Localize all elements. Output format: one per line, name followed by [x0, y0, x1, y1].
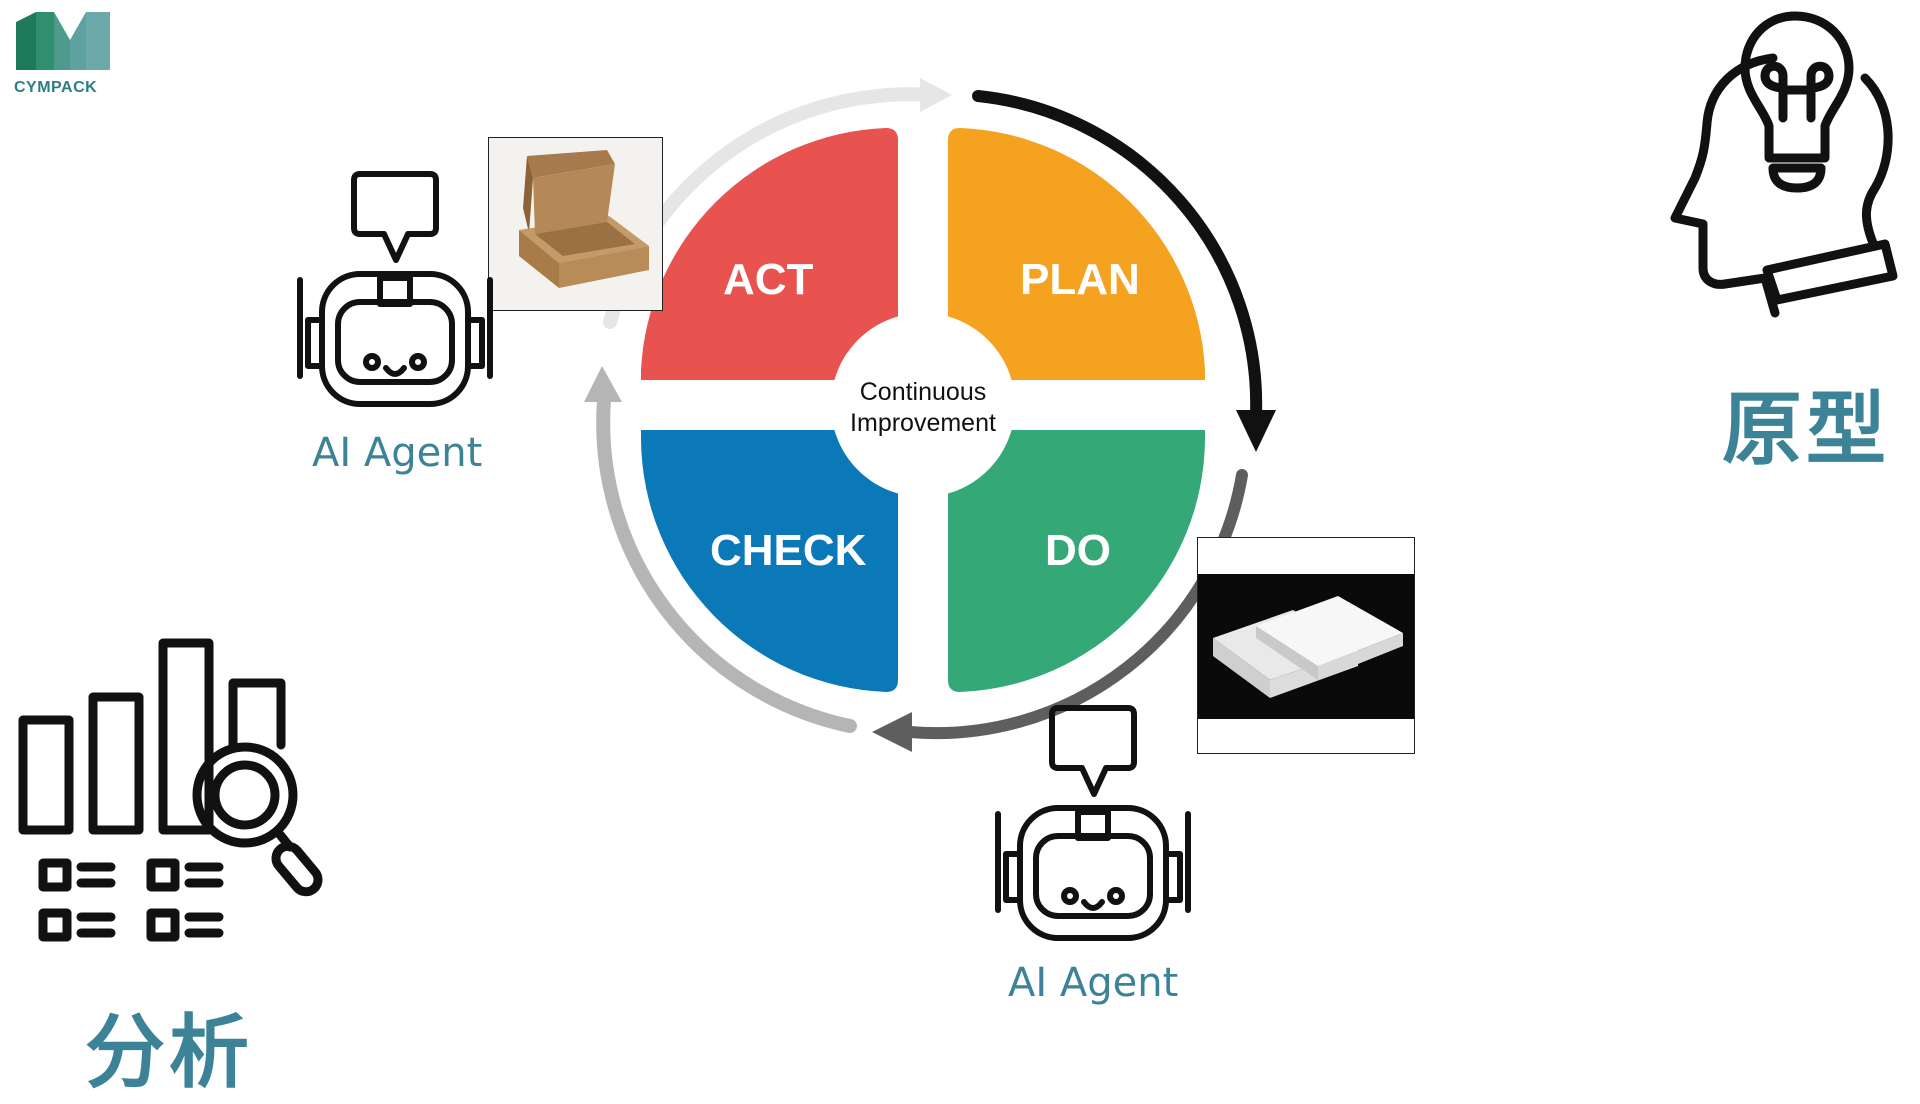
cardboard-box-photo-icon	[489, 138, 662, 310]
agent-right-label: AI Agent	[1008, 960, 1179, 1006]
center-label: Continuous Improvement	[823, 377, 1023, 439]
prototype-label: 原型	[1722, 383, 1890, 476]
cympack-logo-icon	[16, 12, 110, 70]
head-lightbulb-icon	[1670, 11, 1898, 318]
quadrant-act	[641, 128, 898, 380]
robot-icon	[297, 171, 493, 407]
quadrant-label-plan: PLAN	[1020, 255, 1140, 304]
center-label-line2: Improvement	[850, 409, 996, 437]
brand-logo	[14, 10, 114, 95]
quadrant-check	[641, 430, 898, 692]
quadrant-label-check: CHECK	[710, 526, 867, 575]
quadrant-do	[948, 430, 1205, 692]
white-box-photo-icon	[1198, 538, 1414, 753]
agent-left-label: AI Agent	[312, 430, 483, 476]
logo-text: CYMPACK	[14, 79, 98, 96]
arrow-act-to-plan-head	[920, 78, 952, 112]
arrow-check-to-act-head	[584, 366, 622, 402]
arrow-plan-to-do	[972, 90, 1263, 421]
white-box-photo	[1197, 537, 1415, 754]
arrow-plan-to-do-head	[1236, 410, 1276, 452]
center-hub	[831, 313, 1015, 497]
analysis-label: 分析	[85, 1006, 253, 1099]
kraft-box-photo	[488, 137, 663, 311]
arrow-do-to-check-head	[872, 712, 912, 752]
robot-icon	[995, 705, 1191, 941]
quadrant-label-act: ACT	[723, 255, 814, 304]
quadrant-label-do: DO	[1045, 526, 1111, 575]
arrow-check-to-act	[596, 393, 857, 733]
center-label-line1: Continuous	[859, 378, 987, 406]
quadrant-plan	[948, 128, 1205, 380]
analytics-magnifier-icon	[18, 638, 323, 942]
